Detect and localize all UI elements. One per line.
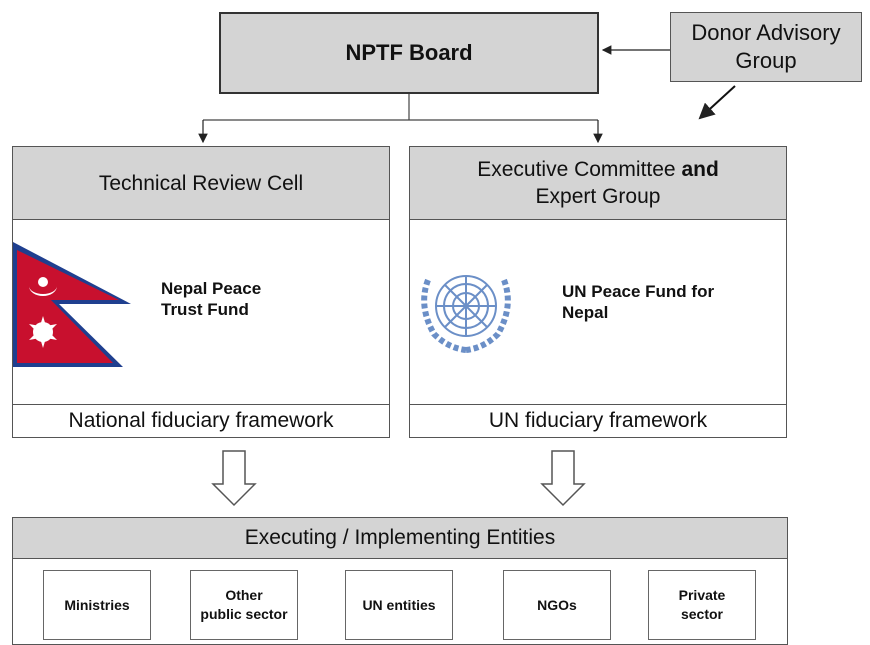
- national-fiduciary-framework-label: National fiduciary framework: [13, 404, 389, 437]
- donor-line2: Group: [735, 48, 797, 73]
- hollow-arrow-left: [211, 450, 257, 507]
- entity-un-entities: UN entities: [345, 570, 453, 640]
- donor-advisory-group-box: Donor Advisory Group: [670, 12, 862, 82]
- un-peace-fund-label: UN Peace Fund for Nepal: [562, 282, 715, 322]
- hollow-arrow-right: [540, 450, 586, 507]
- donor-line1: Donor Advisory: [691, 20, 841, 45]
- nepal-peace-trust-fund-label: Nepal Peace Trust Fund: [161, 279, 262, 319]
- nepal-peace-trust-fund-panel: Technical Review Cell Nepal Peace Trust …: [12, 146, 390, 438]
- board-title: NPTF Board: [345, 40, 473, 65]
- entity-ngos: NGOs: [503, 570, 611, 640]
- un-emblem-icon: [421, 275, 511, 353]
- executing-entities-header: Executing / Implementing Entities: [13, 518, 787, 559]
- executing-entities-panel: Executing / Implementing Entities Minist…: [12, 517, 788, 645]
- nptf-board-box: NPTF Board: [219, 12, 599, 94]
- un-peace-fund-panel: Executive Committee and Expert Group UN …: [409, 146, 787, 438]
- technical-review-cell-header: Technical Review Cell: [13, 147, 389, 220]
- entity-ministries: Ministries: [43, 570, 151, 640]
- un-fiduciary-framework-label: UN fiduciary framework: [410, 404, 786, 437]
- nepal-flag-icon: [13, 242, 131, 367]
- executive-committee-header: Executive Committee and Expert Group: [410, 147, 786, 220]
- arrow-donor-to-executive: [698, 85, 736, 120]
